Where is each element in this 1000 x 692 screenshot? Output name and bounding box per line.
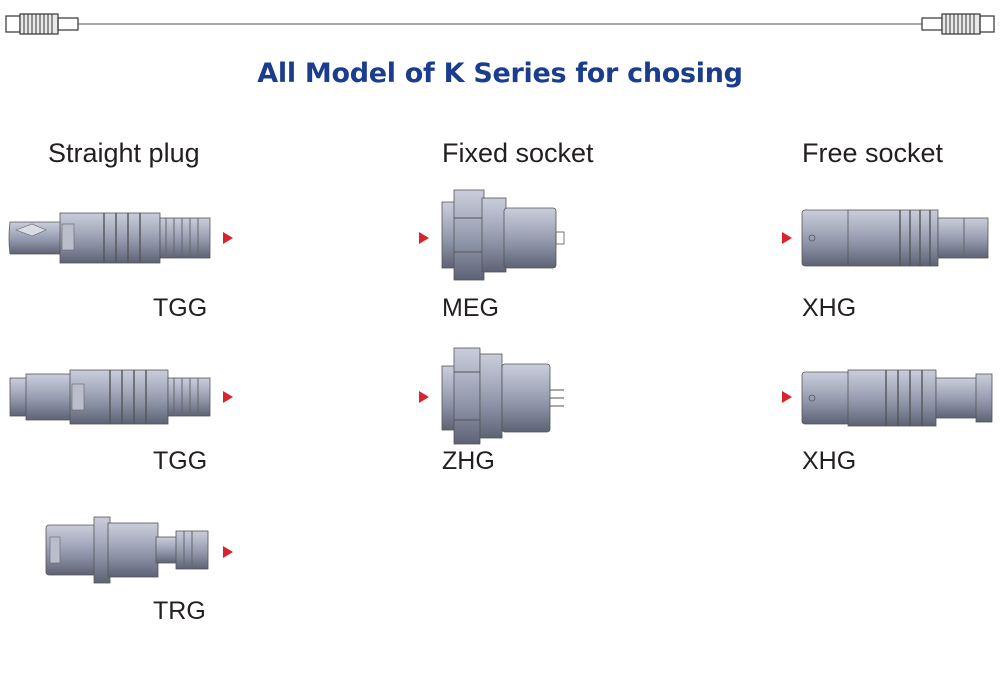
arrow-right-icon	[223, 546, 233, 558]
model-label: TGG	[153, 294, 208, 322]
column-heading-fixed-socket: Fixed socket	[442, 138, 594, 168]
connector-image-zhg	[441, 347, 564, 445]
connector-image-tgg-2	[9, 369, 211, 425]
model-label: XHG	[802, 294, 857, 322]
connector-image-xhg-1	[801, 209, 989, 267]
cable-connector-icon	[921, 13, 995, 35]
cable-connector-icon	[5, 13, 79, 35]
connector-image-xhg-2	[801, 369, 993, 427]
page-title: All Model of K Series for chosing	[257, 58, 743, 89]
arrow-right-icon	[782, 232, 792, 244]
model-label: TGG	[153, 447, 208, 475]
model-label: XHG	[802, 447, 857, 475]
connector-image-tgg-1	[8, 212, 211, 264]
model-label: ZHG	[442, 447, 495, 475]
column-heading-free-socket: Free socket	[802, 138, 944, 168]
model-label: TRG	[153, 597, 206, 625]
arrow-right-icon	[223, 391, 233, 403]
arrow-right-icon	[419, 232, 429, 244]
cable-decoration	[5, 13, 995, 35]
connector-image-meg	[441, 189, 565, 281]
arrow-right-icon	[782, 391, 792, 403]
model-label: MEG	[442, 294, 499, 322]
column-heading-straight-plug: Straight plug	[48, 138, 200, 168]
connector-image-trg	[45, 516, 209, 584]
arrow-right-icon	[223, 232, 233, 244]
arrow-right-icon	[419, 391, 429, 403]
